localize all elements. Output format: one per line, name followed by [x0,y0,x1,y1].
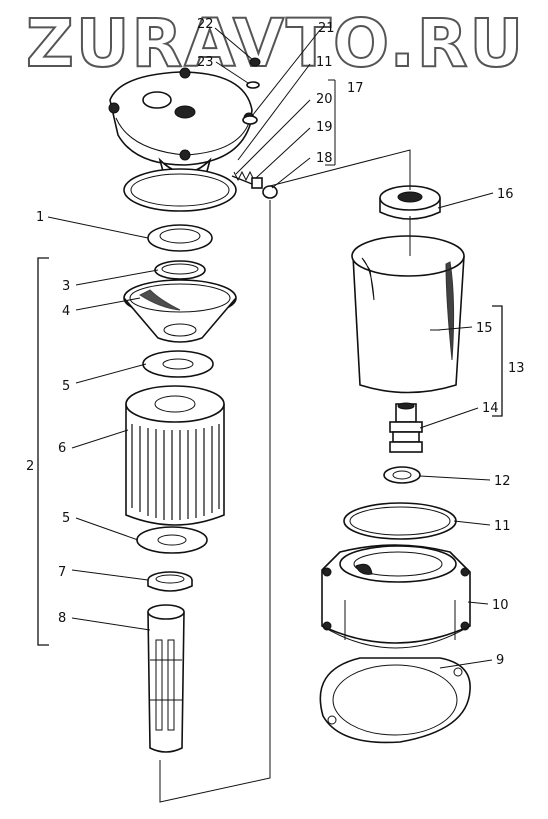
assembly-line-main [159,200,271,803]
callout-6: 6 [58,441,66,456]
filter-element-6 [125,385,225,526]
pin-19 [251,177,263,189]
filter-cover [108,67,255,181]
cone-cup-4 [123,279,237,343]
callout-14: 14 [482,401,499,416]
callout-12: 12 [494,474,511,489]
sleeve-ring-7 [147,571,193,592]
callout-7: 7 [58,565,66,580]
callout-8: 8 [58,611,66,626]
callout-11-lower: 11 [494,519,511,534]
washer-21 [242,115,258,125]
washer-23 [246,81,260,89]
callout-20: 20 [316,92,333,107]
callout-13: 13 [508,361,525,376]
spring-20 [231,175,253,185]
callout-9: 9 [496,653,504,668]
callout-23: 23 [197,55,214,70]
callout-19: 19 [316,120,333,135]
callout-4: 4 [62,304,70,319]
assembly-line-top [269,149,411,190]
callout-18: 18 [316,151,333,166]
bracket-13 [492,305,503,417]
filter-bowl-15 [351,235,465,394]
callout-16: 16 [497,187,514,202]
callout-2: 2 [26,459,34,474]
watermark-text: ZURAVTO.RU [26,5,525,82]
filter-housing-10 [321,544,471,649]
callout-5-lower: 5 [62,511,70,526]
drain-spindle-14 [389,402,423,453]
washer-5-lower [136,526,208,554]
callout-3: 3 [62,279,70,294]
callout-15: 15 [476,321,493,336]
callout-10: 10 [492,598,509,613]
bolt-18 [262,185,278,199]
bracket-2 [37,257,49,646]
callout-17: 17 [347,81,364,96]
callout-5-upper: 5 [62,379,70,394]
ring-12 [383,466,421,484]
nut-16 [379,185,441,220]
callout-21: 21 [318,21,335,36]
flange-gasket-9 [319,657,471,744]
washer-5-upper [142,350,214,378]
gasket-11-lower [343,502,457,540]
center-tube-8 [147,604,185,753]
callout-11-top: 11 [316,55,333,70]
cover-gasket [123,168,237,212]
callout-22: 22 [197,17,214,32]
callout-1: 1 [36,210,44,225]
